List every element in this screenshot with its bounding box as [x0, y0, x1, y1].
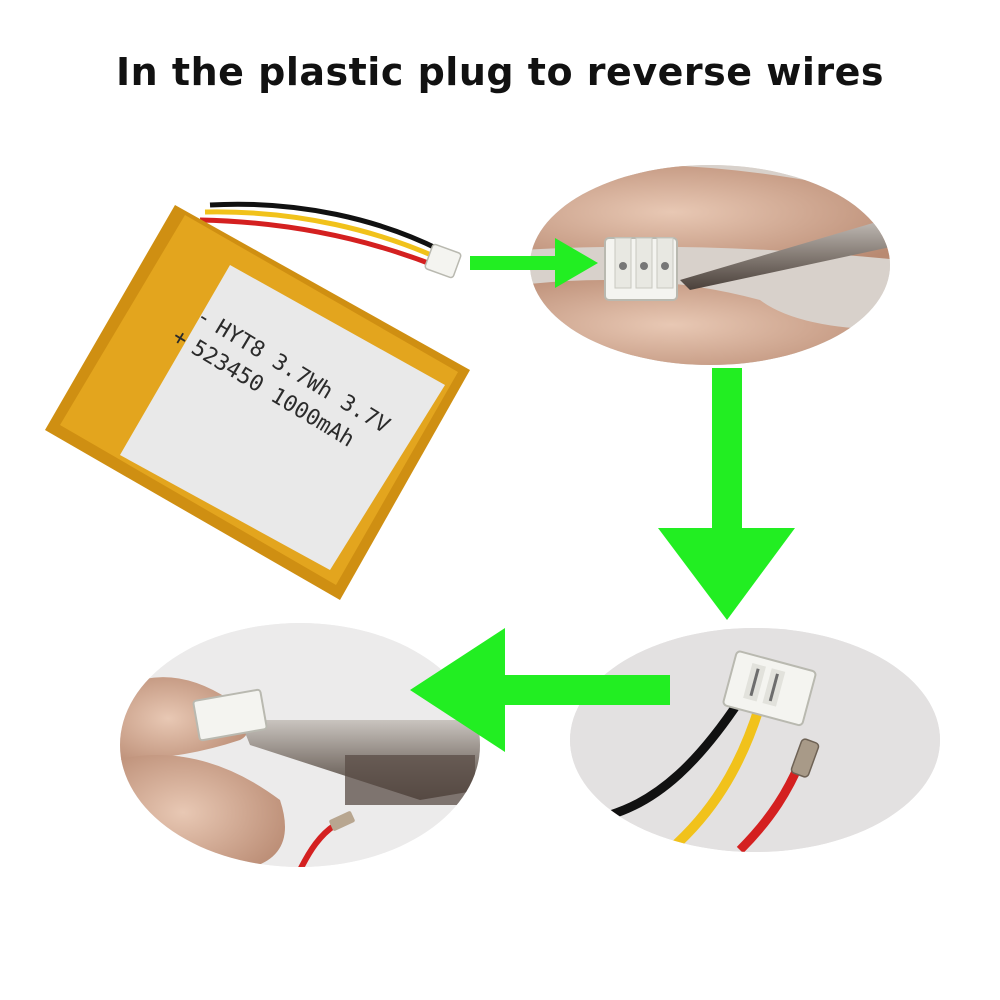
- arrow-down: [658, 368, 795, 620]
- page-title: In the plastic plug to reverse wires: [116, 50, 884, 94]
- connector-4: [192, 688, 268, 742]
- step-pins-photo: [570, 628, 940, 852]
- finger-top: [530, 165, 890, 260]
- step-tweezers-photo: [530, 165, 890, 365]
- battery-wires: [199, 201, 442, 269]
- finger-bottom: [530, 280, 890, 365]
- battery-connector: [424, 243, 462, 279]
- battery-body: [45, 205, 470, 600]
- wire-red-4: [297, 822, 337, 867]
- wire-black: [608, 697, 744, 820]
- arrow-right: [470, 238, 598, 288]
- step-reinsert-photo: [120, 623, 480, 867]
- pulled-pin: [790, 738, 820, 778]
- arrow-left: [410, 628, 670, 752]
- wire-yellow: [666, 703, 765, 852]
- battery-image: - HYT8 3.7Wh 3.7V + 523450 1000mAh: [45, 201, 470, 600]
- tweezers: [680, 215, 890, 290]
- battery-label-panel: [120, 265, 445, 570]
